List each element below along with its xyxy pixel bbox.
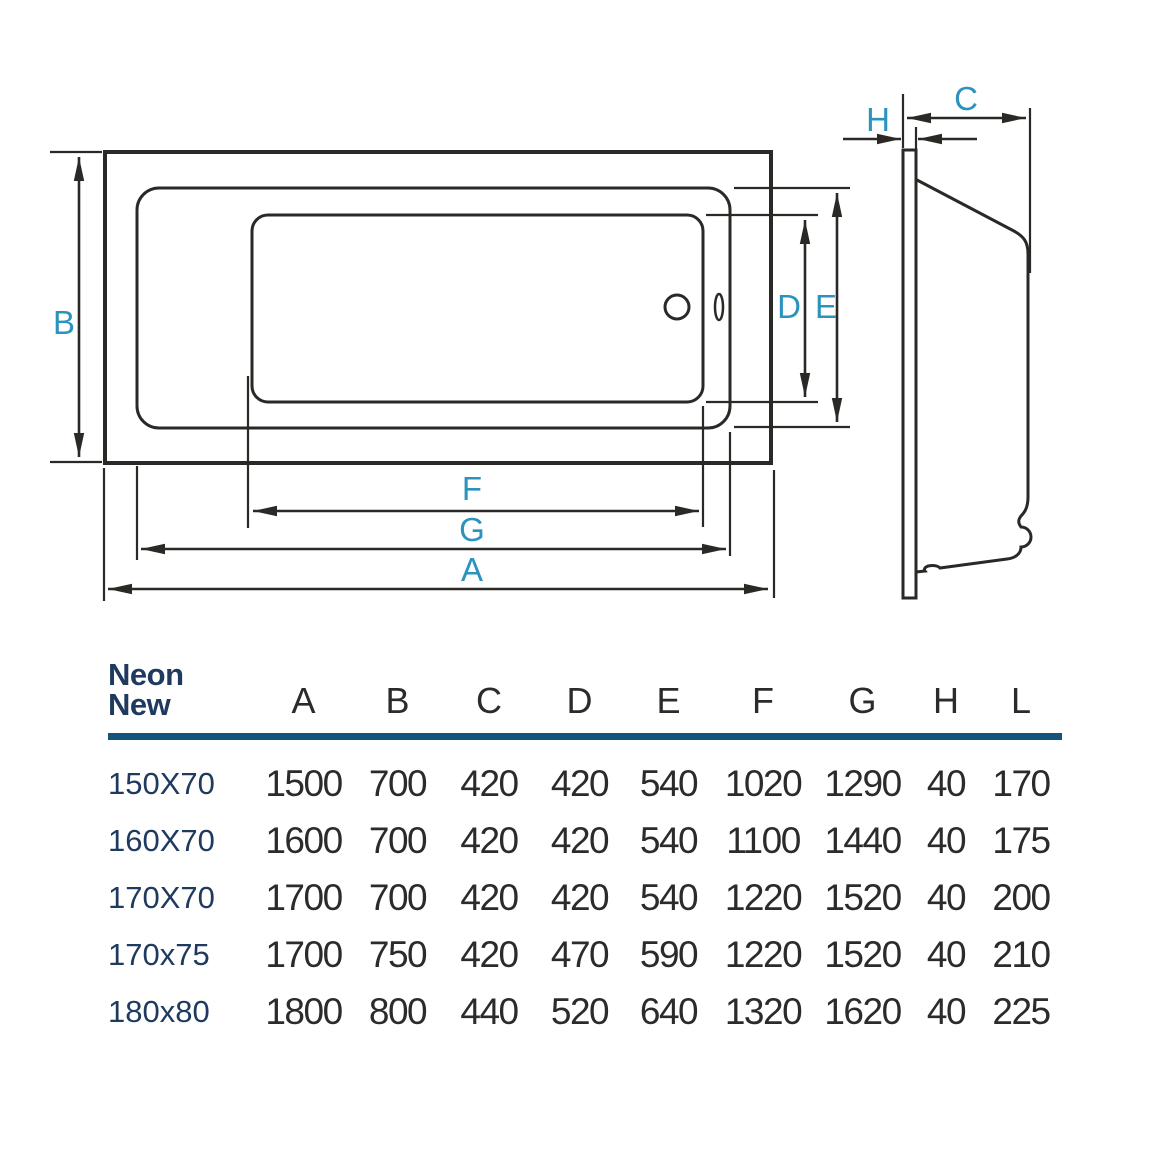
drain-hole	[663, 293, 691, 321]
table-cell: 1100	[726, 819, 801, 861]
dim-label-e: E	[815, 288, 837, 325]
table-cell: 540	[639, 819, 699, 861]
column-header-l: L	[1010, 680, 1032, 721]
table-cell: 1620	[824, 990, 902, 1032]
dimension-f	[246, 376, 705, 528]
model-cell: 170X70	[108, 879, 215, 915]
model-cell: 170x75	[108, 936, 210, 972]
table-cell: 1500	[265, 762, 343, 804]
dim-label-g: G	[459, 511, 485, 548]
top-view-drawing	[103, 150, 773, 465]
table-cell: 1440	[824, 819, 902, 861]
dimension-g	[135, 432, 732, 560]
table-cell: 420	[550, 762, 610, 804]
table-row: 150X70 1500 700 420 420 540 1020 1290 40…	[108, 755, 1062, 812]
table-row: 170X70 1700 700 420 420 540 1220 1520 40…	[108, 869, 1062, 926]
table-cell: 750	[368, 933, 428, 975]
dim-label-f: F	[462, 470, 482, 507]
column-header-f: F	[752, 680, 774, 721]
table-row: 170x75 1700 750 420 470 590 1220 1520 40…	[108, 926, 1062, 983]
spec-table: Neon New A B C D E F G H L 150X70 1500 7…	[108, 657, 1062, 1040]
tub-side-profile	[914, 178, 1033, 574]
table-cell: 640	[639, 990, 699, 1032]
table-row: 160X70 1600 700 420 420 540 1100 1440 40…	[108, 812, 1062, 869]
tub-outer-rim-outline	[103, 150, 773, 465]
table-cell: 420	[460, 819, 519, 861]
column-header-d: D	[566, 680, 593, 721]
table-cell: 540	[639, 762, 699, 804]
table-cell: 200	[992, 876, 1051, 918]
table-cell: 1320	[724, 990, 803, 1032]
table-cell: 700	[368, 876, 428, 918]
product-title-line2: New	[108, 687, 171, 722]
model-cell: 150X70	[108, 765, 215, 801]
table-cell: 1520	[824, 876, 902, 918]
table-cell: 420	[550, 819, 610, 861]
dimension-e	[734, 186, 850, 429]
dimension-d	[706, 213, 818, 404]
dim-label-a: A	[461, 551, 483, 588]
table-cell: 800	[368, 990, 428, 1032]
table-cell: 40	[926, 762, 967, 804]
tub-front-panel-edge	[901, 148, 918, 600]
table-cell: 1800	[265, 990, 343, 1032]
table-cell: 590	[639, 933, 699, 975]
table-cell: 170	[992, 762, 1051, 804]
table-cell: 420	[460, 876, 519, 918]
column-header-g: G	[848, 680, 877, 721]
table-cell: 40	[926, 990, 967, 1032]
table-cell: 40	[926, 933, 967, 975]
table-cell: 175	[992, 819, 1051, 861]
model-cell: 180x80	[108, 993, 210, 1029]
table-cell: 1520	[824, 933, 902, 975]
column-header-h: H	[933, 680, 959, 721]
table-cell: 225	[992, 990, 1051, 1032]
column-header-e: E	[656, 680, 681, 721]
table-cell: 210	[992, 933, 1051, 975]
table-cell: 1700	[265, 876, 343, 918]
table-cell: 440	[460, 990, 519, 1032]
table-cell: 700	[368, 819, 428, 861]
dimension-h	[843, 127, 977, 150]
table-header-row: Neon New A B C D E F G H L	[108, 657, 1062, 722]
column-header-b: B	[385, 680, 410, 721]
table-cell: 1600	[265, 819, 343, 861]
dimension-b	[50, 150, 102, 464]
technical-drawing: B D E F G	[50, 80, 1033, 601]
table-cell: 420	[550, 876, 610, 918]
table-row: 180x80 1800 800 440 520 640 1320 1620 40…	[108, 983, 1062, 1040]
overflow-slot	[713, 292, 725, 322]
table-cell: 700	[368, 762, 428, 804]
column-header-c: C	[476, 680, 502, 721]
dim-label-d: D	[777, 288, 801, 325]
dim-label-h: H	[866, 101, 890, 138]
table-cell: 420	[460, 762, 519, 804]
table-cell: 1220	[724, 876, 803, 918]
table-body: 150X70 1500 700 420 420 540 1020 1290 40…	[108, 755, 1062, 1040]
dim-label-c: C	[954, 80, 978, 117]
model-cell: 160X70	[108, 822, 215, 858]
table-cell: 470	[550, 933, 610, 975]
tub-basin-floor-outline	[250, 213, 705, 404]
side-view-drawing	[901, 148, 1033, 600]
dimension-a	[102, 468, 776, 601]
table-cell: 40	[926, 819, 967, 861]
product-title-line1: Neon	[108, 657, 184, 692]
column-header-a: A	[291, 680, 316, 721]
dimension-c	[901, 94, 1032, 273]
table-cell: 1020	[724, 762, 803, 804]
dim-label-b: B	[53, 304, 75, 341]
table-cell: 520	[550, 990, 610, 1032]
tub-rim-inner-edge	[135, 186, 732, 430]
table-cell: 1290	[824, 762, 902, 804]
table-cell: 40	[926, 876, 967, 918]
table-cell: 1220	[724, 933, 803, 975]
table-cell: 420	[460, 933, 519, 975]
table-cell: 1700	[265, 933, 343, 975]
table-cell: 540	[639, 876, 699, 918]
header-divider	[108, 733, 1062, 740]
product-title: Neon New	[108, 657, 255, 722]
